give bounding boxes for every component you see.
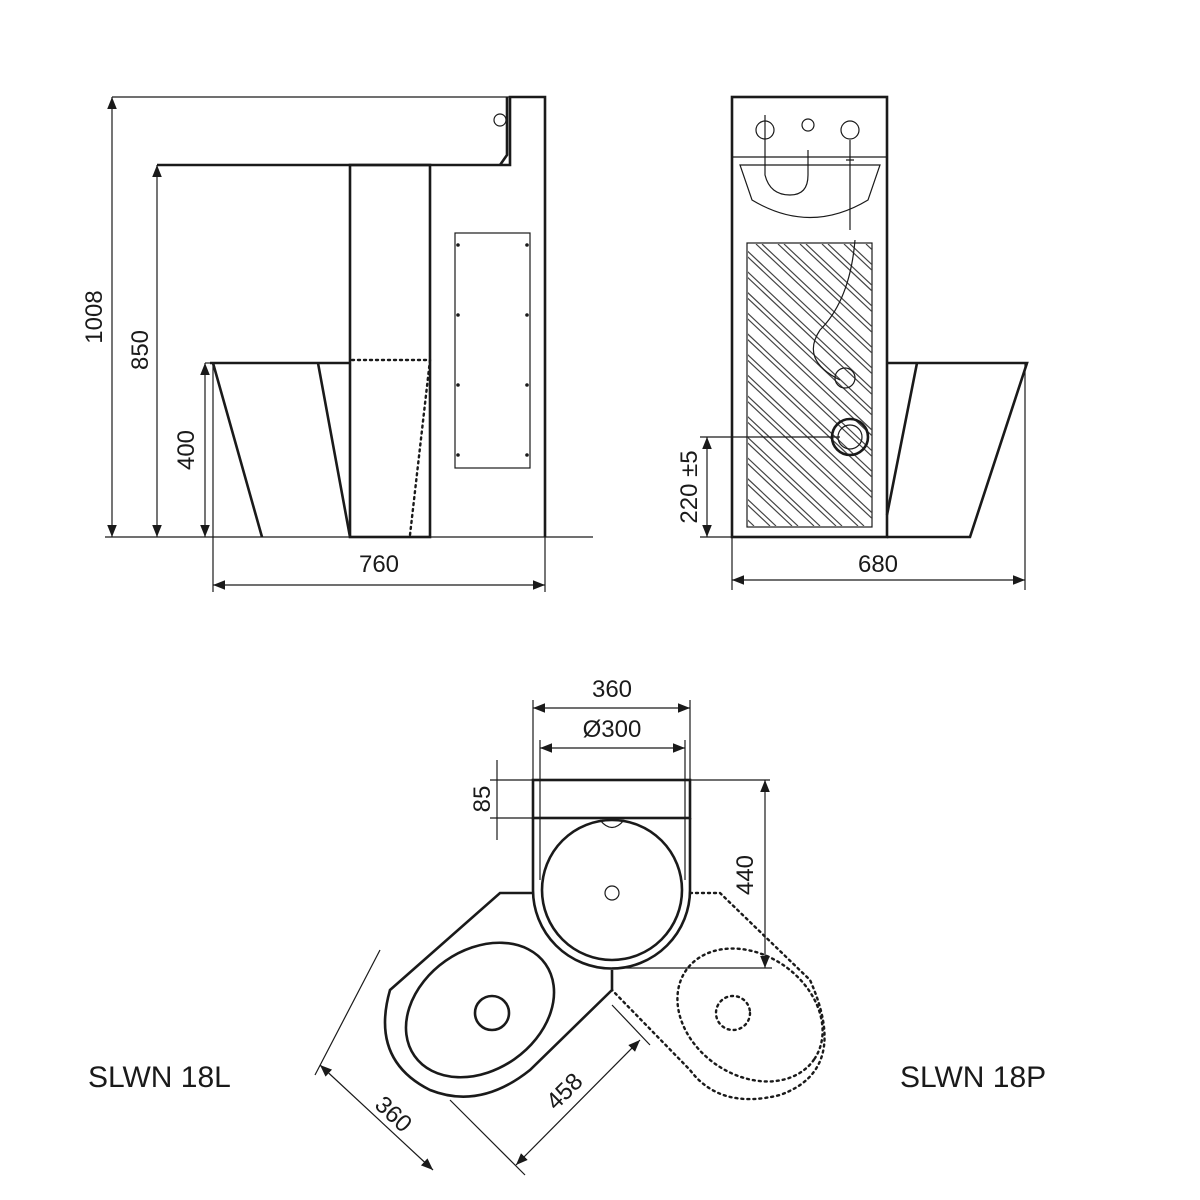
hatch-line (748, 519, 755, 526)
hatch-line (748, 442, 837, 526)
hatch-line (748, 525, 749, 526)
dim-tank-width: 360 (592, 676, 632, 703)
hatch-line (748, 339, 872, 458)
model-label-right: SLWN 18P (900, 1061, 1046, 1094)
dim-outlet-height: 220 ±5 (676, 450, 703, 523)
dim-total-height: 1008 (81, 290, 108, 343)
hatch-line (821, 244, 872, 292)
dim-tank-depth: 85 (469, 786, 496, 813)
hatch-line (748, 421, 859, 526)
hatch-line (910, 244, 1200, 526)
hatch-pattern (748, 244, 1200, 526)
hatch-line (748, 333, 872, 452)
hatch-line (748, 436, 843, 526)
hatch-line (748, 395, 872, 514)
hatch-line (748, 401, 872, 520)
hatch-line (748, 359, 872, 478)
hatch-line (849, 244, 872, 266)
dim-width: 680 (858, 551, 898, 578)
hatch-line (748, 250, 872, 369)
hatch-line (748, 292, 872, 411)
hatch-line (748, 380, 872, 499)
dim-cistern-height: 850 (127, 330, 154, 370)
hatch-line (932, 244, 1200, 526)
hatch-line (748, 457, 821, 526)
hatch-line (748, 416, 865, 526)
dim-depth: 760 (359, 551, 399, 578)
hatch-line (888, 244, 1188, 526)
hatch-line (894, 244, 1194, 526)
side-view: 1008 850 400 760 (81, 95, 593, 592)
dim-bowl-length: 458 (541, 1068, 588, 1115)
hatch-line (748, 354, 872, 473)
hatch-line (799, 244, 872, 313)
hatch-line (748, 374, 872, 493)
hatch-line (748, 312, 872, 431)
hatch-line (761, 244, 872, 349)
hatch-line (871, 244, 872, 245)
dim-bowl-width: 360 (369, 1091, 417, 1138)
hatch-line (748, 297, 872, 416)
hatch-line (777, 244, 872, 334)
hatch-line (748, 478, 799, 526)
model-label-left: SLWN 18L (88, 1061, 231, 1094)
hatch-line (843, 244, 872, 272)
front-view: 220 ±5 680 (676, 95, 1200, 590)
hatch-line (748, 277, 872, 396)
hatch-line (748, 256, 872, 375)
hatch-line (748, 463, 815, 526)
top-view: 360 Ø300 85 440 360 458 (314, 676, 826, 1176)
hatch-line (916, 244, 1200, 526)
hatch-line (748, 271, 872, 390)
hatch-line (755, 244, 872, 354)
hatch-line (748, 504, 771, 526)
dim-seat-height: 400 (173, 430, 200, 470)
hatch-line (938, 244, 1200, 526)
dim-basin-diameter: Ø300 (583, 716, 642, 743)
hatch-line (805, 244, 872, 307)
hatch-line (827, 244, 872, 287)
hatch-line (865, 244, 872, 251)
hatch-line (783, 244, 872, 328)
dim-basin-depth: 440 (732, 855, 759, 895)
hatch-line (748, 318, 872, 437)
drain-icon (604, 885, 620, 901)
